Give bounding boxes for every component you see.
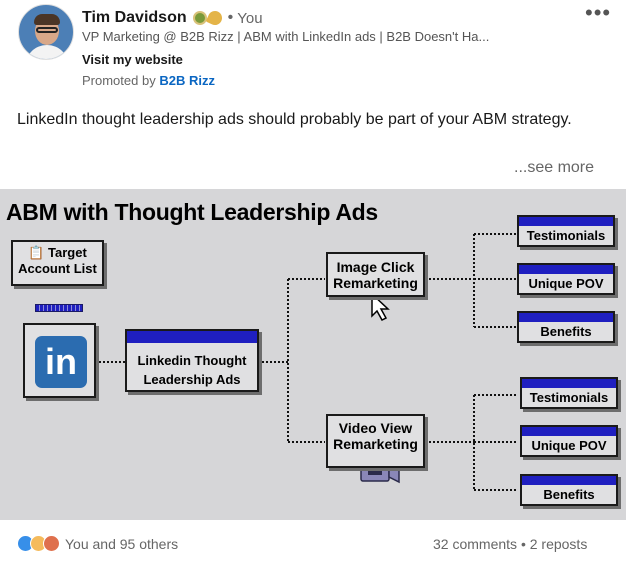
tla-line1: Linkedin Thought [137,353,247,368]
target-account-list-box: 📋 Target Account List [11,240,104,286]
tla-line2: Leadership Ads [143,372,241,387]
more-options-button[interactable]: ••• [585,0,612,25]
author-headline: VP Marketing @ B2B Rizz | ABM with Linke… [82,29,490,44]
reactions-summary[interactable]: You and 95 others [17,535,178,552]
connector-blue-bar [35,304,83,312]
linkedin-logo-icon: in [35,336,87,388]
avatar-hair [34,14,60,25]
video-outcome-unique-pov: Unique POV [520,425,618,457]
post-image[interactable]: ABM with Thought Leadership Ads [0,189,626,520]
box-header-bar [127,331,257,343]
post-text: LinkedIn thought leadership ads should p… [17,111,572,128]
author-badges [192,8,224,28]
reposts-link[interactable]: 2 reposts [529,536,588,552]
author-avatar[interactable] [18,4,74,60]
video-view-line2: Remarketing [333,436,418,452]
video-view-line1: Video View [338,420,413,436]
badge-sprout-icon [205,8,224,28]
image-click-line1: Image Click [336,259,415,275]
target-list-line1: Target [48,245,87,260]
author-name[interactable]: Tim Davidson [82,9,187,26]
promoted-prefix: Promoted by [82,73,156,88]
love-icon [43,535,60,552]
clipboard-icon: 📋 [28,245,45,260]
reaction-count: You and 95 others [65,535,179,552]
image-click-line2: Remarketing [333,275,418,291]
video-view-remarketing-box: Video View Remarketing [326,414,425,468]
video-outcome-benefits: Benefits [520,474,618,506]
promoted-company-link[interactable]: B2B Rizz [159,73,215,88]
image-outcome-unique-pov: Unique POV [517,263,615,295]
graphic-title: ABM with Thought Leadership Ads [6,199,378,225]
author-line: Tim Davidson • You [82,7,263,29]
promoted-label: Promoted by B2B Rizz [82,73,215,88]
video-outcome-testimonials: Testimonials [520,377,618,409]
visit-website-link[interactable]: Visit my website [82,52,183,67]
target-list-line2: Account List [18,261,97,276]
see-more-button[interactable]: ...see more [514,159,595,176]
image-outcome-benefits: Benefits [517,311,615,343]
avatar-shirt [25,45,69,59]
stats-separator: • [520,536,526,552]
engagement-stats: 32 comments • 2 reposts [433,536,587,552]
badge-olive-icon [192,11,207,25]
comments-link[interactable]: 32 comments [433,536,518,552]
cursor-icon [371,292,390,321]
thought-leadership-ads-box: Linkedin Thought Leadership Ads [125,329,259,392]
degree-separator: • [227,9,234,26]
image-click-remarketing-box: Image Click Remarketing [326,252,425,297]
avatar-glasses [36,27,58,33]
image-outcome-testimonials: Testimonials [517,215,615,247]
linkedin-logo-box: in [23,323,96,398]
connection-degree: You [237,9,263,27]
